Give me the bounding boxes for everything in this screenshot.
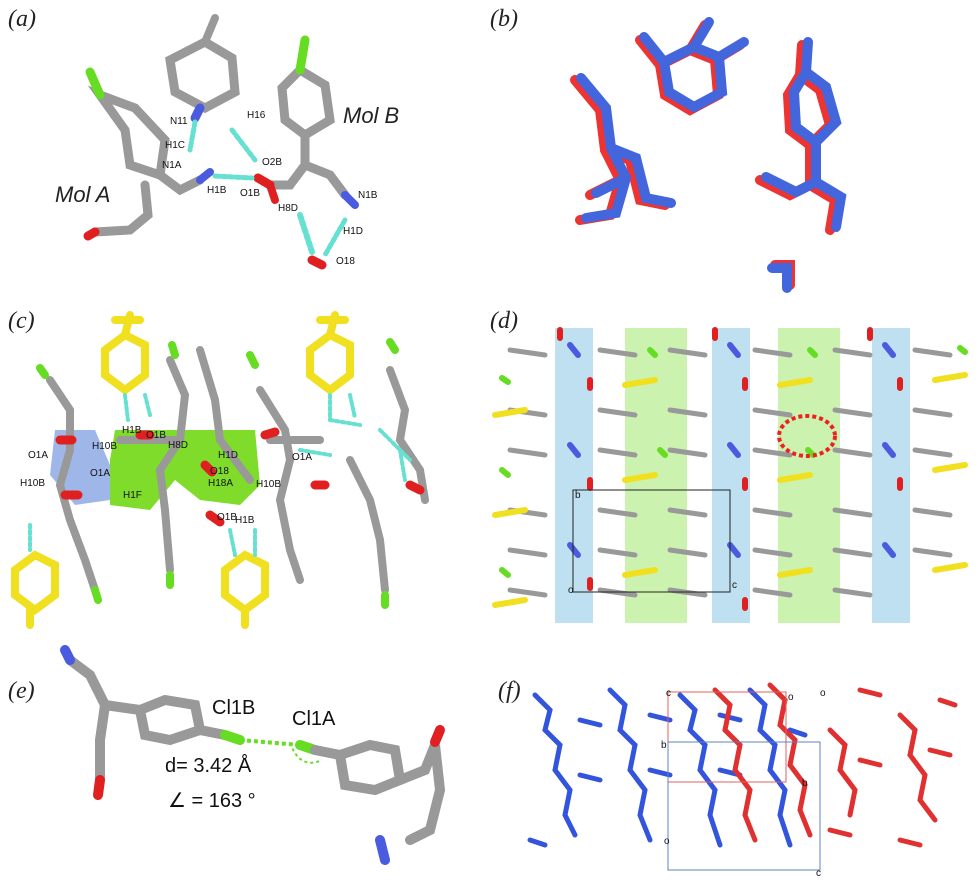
panel-c: (c) bbox=[0, 300, 490, 630]
panel-f: (f) c o b b o c o bbox=[490, 630, 980, 895]
axis-label: c bbox=[816, 868, 821, 879]
atom-label: O18 bbox=[210, 466, 229, 477]
atom-label: H10B bbox=[256, 479, 282, 490]
atom-label: N1A bbox=[162, 160, 182, 171]
atom-label: H10B bbox=[92, 441, 118, 452]
panel-b-label: (b) bbox=[490, 6, 518, 32]
mol-a-label: Mol A bbox=[55, 182, 111, 207]
atom-label: H16 bbox=[247, 110, 266, 121]
atom-label: N1B bbox=[358, 190, 378, 201]
axis-label: o bbox=[664, 836, 670, 847]
axis-label: b bbox=[802, 778, 808, 789]
atom-label: O1B bbox=[217, 512, 238, 523]
atom-label: H8D bbox=[168, 440, 189, 451]
panel-c-label: (c) bbox=[8, 308, 35, 334]
atom-label: H1C bbox=[165, 140, 186, 151]
panel-a-label: (a) bbox=[8, 6, 36, 32]
atom-label: O2B bbox=[262, 157, 283, 168]
atom-label: O1B bbox=[146, 430, 167, 441]
atom-label: H18A bbox=[208, 478, 234, 489]
atom-label: O1A bbox=[90, 468, 111, 479]
atom-label: H1D bbox=[218, 450, 239, 461]
panel-e: (e) Cl1B Cl1A d= 3.42 Å ∠ = 163 ° bbox=[0, 630, 490, 895]
atom-label: H1D bbox=[343, 226, 364, 237]
atom-label: O1A bbox=[292, 452, 313, 463]
panel-b-overlay bbox=[570, 17, 847, 293]
panel-a-structure bbox=[83, 14, 359, 270]
atom-label: O18 bbox=[336, 256, 355, 267]
axis-label: o bbox=[568, 585, 574, 596]
mol-b-label: Mol B bbox=[343, 103, 400, 128]
panel-c-network bbox=[11, 311, 429, 629]
atom-label: H10B bbox=[20, 478, 46, 489]
atom-label: H1B bbox=[235, 515, 255, 526]
axis-label: c bbox=[732, 580, 737, 591]
panel-d-label: (d) bbox=[490, 308, 518, 334]
atom-label: H1F bbox=[123, 490, 142, 501]
axis-label: o bbox=[820, 688, 826, 699]
panel-e-label: (e) bbox=[8, 678, 35, 704]
atom-label: O1B bbox=[240, 188, 261, 199]
panel-d: (d) bbox=[490, 300, 980, 630]
atom-label: H1B bbox=[122, 425, 142, 436]
axis-label: b bbox=[575, 490, 581, 501]
cl1a-label: Cl1A bbox=[292, 708, 336, 730]
axis-label: o bbox=[788, 692, 794, 703]
cl1b-label: Cl1B bbox=[212, 697, 256, 719]
panel-a: (a) bbox=[0, 0, 490, 300]
atom-label: N11 bbox=[170, 116, 188, 127]
angle-label: ∠ = 163 ° bbox=[168, 790, 256, 812]
axis-label: b bbox=[661, 740, 667, 751]
panel-f-label: (f) bbox=[498, 678, 521, 704]
panel-b: (b) bbox=[490, 0, 980, 300]
atom-label: O1A bbox=[28, 450, 49, 461]
panel-f-layers bbox=[527, 682, 958, 871]
axis-label: c bbox=[666, 688, 671, 699]
panel-d-packing bbox=[492, 327, 968, 623]
panel-e-halogen-contact bbox=[60, 645, 446, 865]
atom-label: H8D bbox=[278, 203, 299, 214]
distance-label: d= 3.42 Å bbox=[165, 755, 252, 777]
atom-label: H1B bbox=[207, 185, 227, 196]
